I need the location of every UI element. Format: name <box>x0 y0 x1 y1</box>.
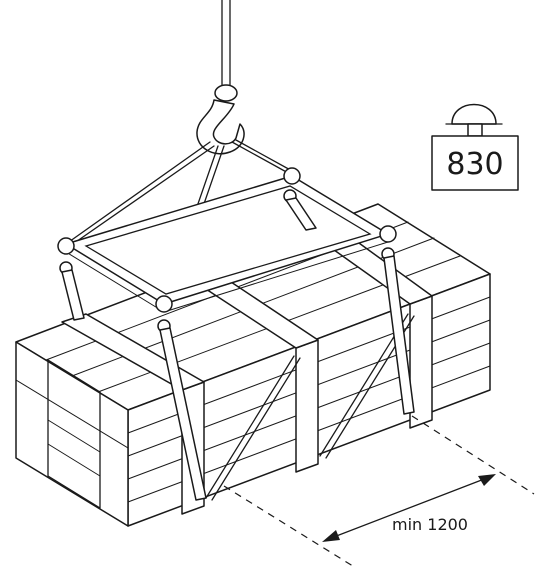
dimension-lines <box>223 415 535 569</box>
weight-value: 830 <box>446 147 503 182</box>
crane-hook <box>196 84 245 155</box>
weight-icon <box>431 103 519 191</box>
dimension-label: min 1200 <box>392 515 468 534</box>
crate-slings <box>61 197 415 501</box>
crane-cable <box>221 0 231 89</box>
